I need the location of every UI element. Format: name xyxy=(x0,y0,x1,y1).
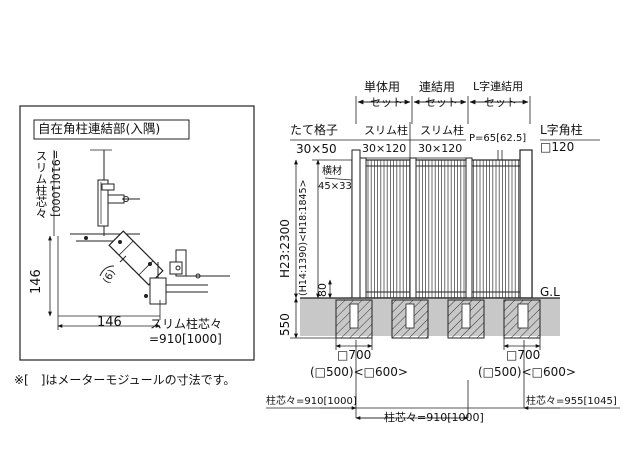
foundation-right-size: □700 xyxy=(506,348,541,362)
foundation-left-sub: (□500)<□600> xyxy=(310,365,408,379)
l-connect-set-line1: L字連結用 xyxy=(473,80,524,93)
picket-size: 30×50 xyxy=(296,142,337,156)
picket-label: たて格子 xyxy=(290,123,339,137)
l-post-size: □120 xyxy=(540,140,575,154)
dim-146-horizontal: 146 xyxy=(97,315,122,330)
l-connect-set-line2: セット xyxy=(484,96,517,109)
height-main: H23:2300 xyxy=(278,219,292,278)
corner-detail xyxy=(19,105,255,361)
dim-146-vertical: 146 xyxy=(29,269,44,294)
rail-size: 45×33 xyxy=(318,181,352,192)
ground-level: G.L xyxy=(540,285,560,299)
slim-post-1: スリム柱 xyxy=(364,124,408,137)
slim-post-pitch-vertical-value: =910[1000] xyxy=(49,150,62,217)
connect-set-line2: セット xyxy=(425,96,458,109)
single-set-line1: 単体用 xyxy=(364,80,401,94)
single-set-line2: セット xyxy=(370,96,403,109)
l-post-label: L字角柱 xyxy=(540,123,583,137)
rail-label: 横材 xyxy=(322,166,342,177)
foundation-left-size: □700 xyxy=(337,348,372,362)
slim-post-pitch-vertical-label: スリム柱芯々 xyxy=(34,150,49,219)
module-note: ※[ ]はメーターモジュールの寸法です。 xyxy=(14,373,236,387)
pitch-right: 柱芯々=955[1045] xyxy=(526,396,617,407)
fence-pickets xyxy=(367,160,519,298)
slim-post-pitch-bottom-label: スリム柱芯々 xyxy=(150,317,223,331)
slim-post-pitch-bottom-value: =910[1000] xyxy=(149,332,222,346)
detail-title-box xyxy=(33,119,190,140)
slim-post-2: スリム柱 xyxy=(420,124,464,137)
slim-post-1-size: 30×120 xyxy=(362,142,407,155)
dim-550: 550 xyxy=(278,313,292,336)
foundation-right-sub: (□500)<□600> xyxy=(478,365,576,379)
pitch-left: 柱芯々=910[1000] xyxy=(266,396,357,407)
connect-set-line1: 連結用 xyxy=(419,80,456,94)
detail-frame xyxy=(19,105,255,361)
height-sub: (H14:1390)<H18:1845> xyxy=(298,179,309,296)
detail-title: 自在角柱連結部(入隅) xyxy=(38,121,161,136)
p-value: P=65[62.5] xyxy=(469,133,527,144)
dim-80: 80 xyxy=(316,283,329,297)
slim-post-2-size: 30×120 xyxy=(418,142,463,155)
fence-elevation xyxy=(266,96,620,420)
pitch-bottom: 柱芯々=910[1000] xyxy=(384,411,484,424)
